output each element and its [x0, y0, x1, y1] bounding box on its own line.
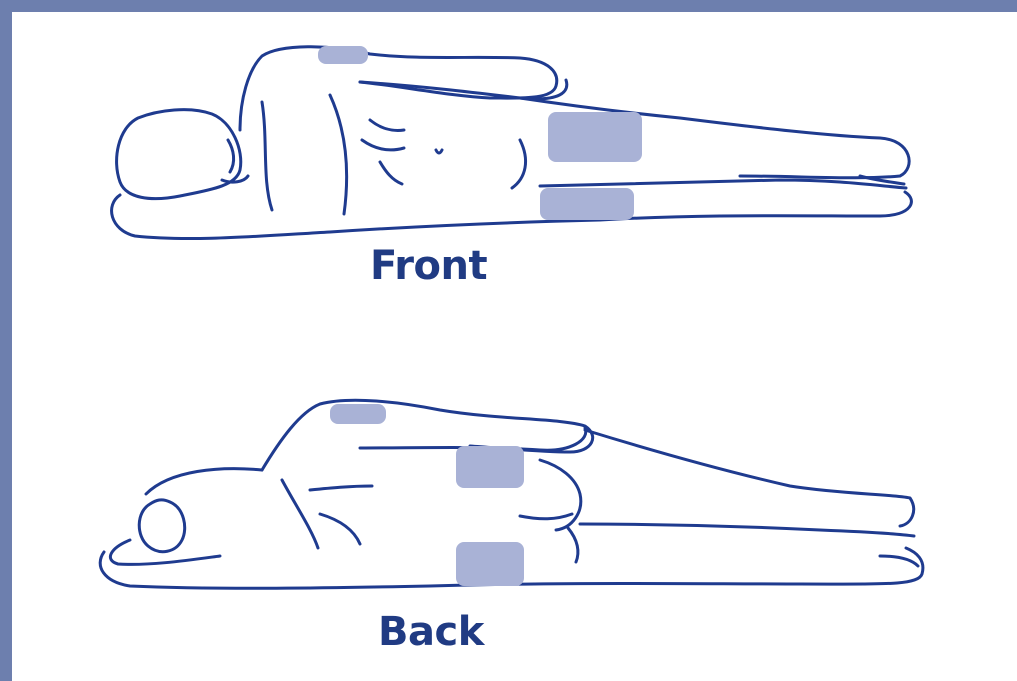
back-head-outline [139, 500, 184, 552]
back-lower-back-zone [456, 446, 524, 488]
back-shoulder-zone [330, 404, 386, 424]
back-shoulder-blade-2 [320, 514, 360, 544]
back-shoulder-blade-1 [310, 486, 372, 490]
back-thigh-line [568, 528, 578, 562]
back-buttock-zone [456, 542, 524, 586]
back-leg-lower-outline [580, 524, 914, 536]
back-neck-line [146, 469, 262, 494]
back-leg-upper-outline [585, 430, 914, 526]
back-buttock-crease [520, 514, 572, 519]
front-label: Front [370, 246, 487, 286]
back-ankle-line [880, 556, 918, 566]
back-label: Back [378, 612, 484, 652]
